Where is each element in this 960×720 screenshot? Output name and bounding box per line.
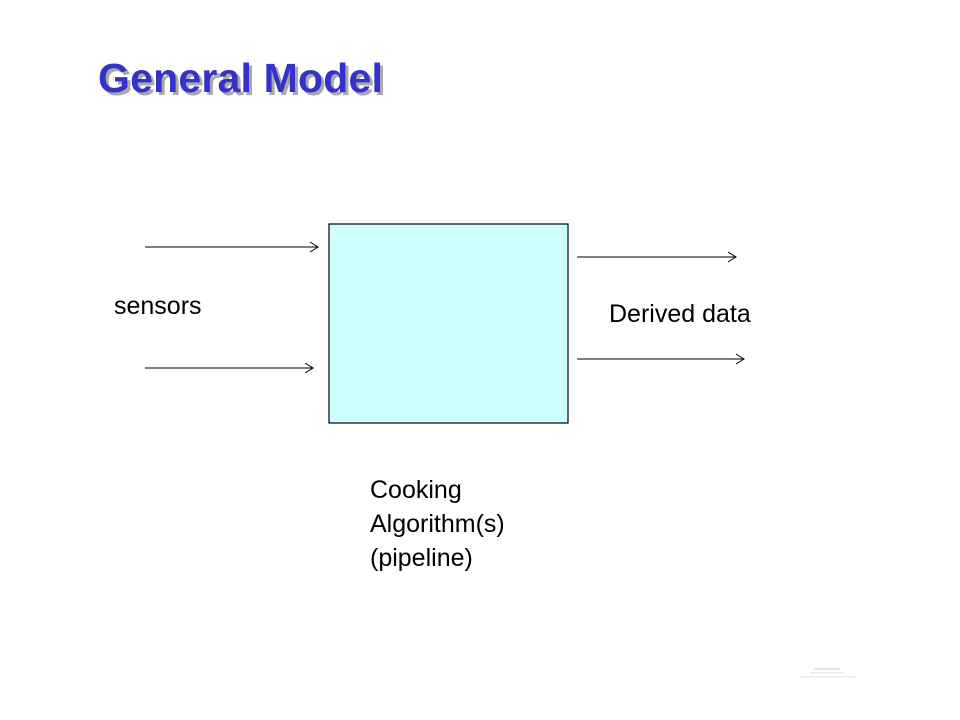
input-arrow-bottom [145, 362, 314, 374]
input-arrow-top [145, 241, 319, 253]
output-label: Derived data [609, 300, 751, 328]
process-caption-line-1: Cooking [370, 476, 462, 504]
input-label: sensors [114, 292, 202, 320]
process-caption: Cooking Algorithm(s) (pipeline) [370, 473, 505, 575]
process-caption-line-3: (pipeline) [370, 544, 473, 572]
slide-title: General Model [98, 55, 384, 101]
process-box [328, 223, 569, 424]
output-arrow-bottom [577, 353, 745, 365]
output-arrow-top [577, 251, 737, 263]
watermark-logo [800, 668, 856, 678]
process-caption-line-2: Algorithm(s) [370, 510, 505, 538]
